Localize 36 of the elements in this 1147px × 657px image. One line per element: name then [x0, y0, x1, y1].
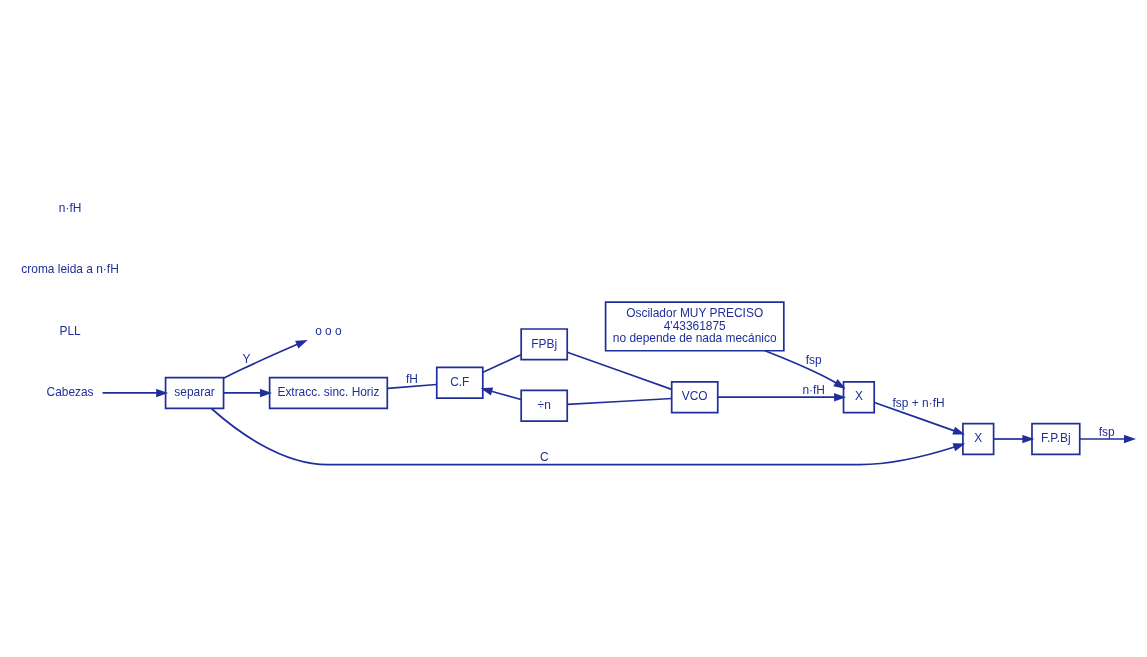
arrow	[480, 386, 522, 400]
node-box: Extracc. sinc. Horiz	[268, 376, 389, 409]
edge-label: fsp + n·fH	[892, 395, 945, 410]
edge-label: fsp	[805, 352, 822, 367]
edge-label: fH	[406, 371, 418, 386]
edge-label: fsp	[1098, 424, 1115, 439]
node-box: X	[962, 422, 995, 455]
arrow	[1078, 434, 1136, 443]
edge-label: n·fH	[802, 382, 825, 397]
arrow	[764, 349, 846, 389]
node-box: ÷n	[520, 389, 569, 422]
arrow	[873, 401, 965, 435]
edge-label: Y	[242, 351, 251, 366]
connector	[566, 397, 673, 405]
node-box: X	[842, 380, 876, 413]
arrow	[222, 388, 272, 397]
arrow	[992, 434, 1035, 443]
node-text: o o o	[315, 323, 342, 338]
connector	[566, 350, 673, 390]
node-box: FPBj	[520, 327, 569, 361]
node-text: Cabezas	[46, 384, 94, 399]
arrow	[101, 388, 169, 397]
node-box: separar	[164, 376, 225, 409]
arrow	[222, 339, 308, 379]
arrow	[210, 407, 966, 465]
connector	[386, 383, 438, 389]
label: n·fH	[58, 200, 82, 215]
arrow	[716, 392, 847, 401]
node-box: F.P.Bj	[1031, 422, 1081, 455]
connector	[482, 353, 522, 373]
label: croma leida a n·fH	[21, 261, 119, 276]
label: PLL	[59, 323, 81, 338]
node-box: VCO	[670, 380, 719, 413]
node-box: Oscilador MUY PRECISO 4'43361875 no depende de nada mecánico	[604, 300, 785, 352]
node-box: C.F	[435, 366, 484, 399]
edge-label: C	[539, 449, 549, 464]
